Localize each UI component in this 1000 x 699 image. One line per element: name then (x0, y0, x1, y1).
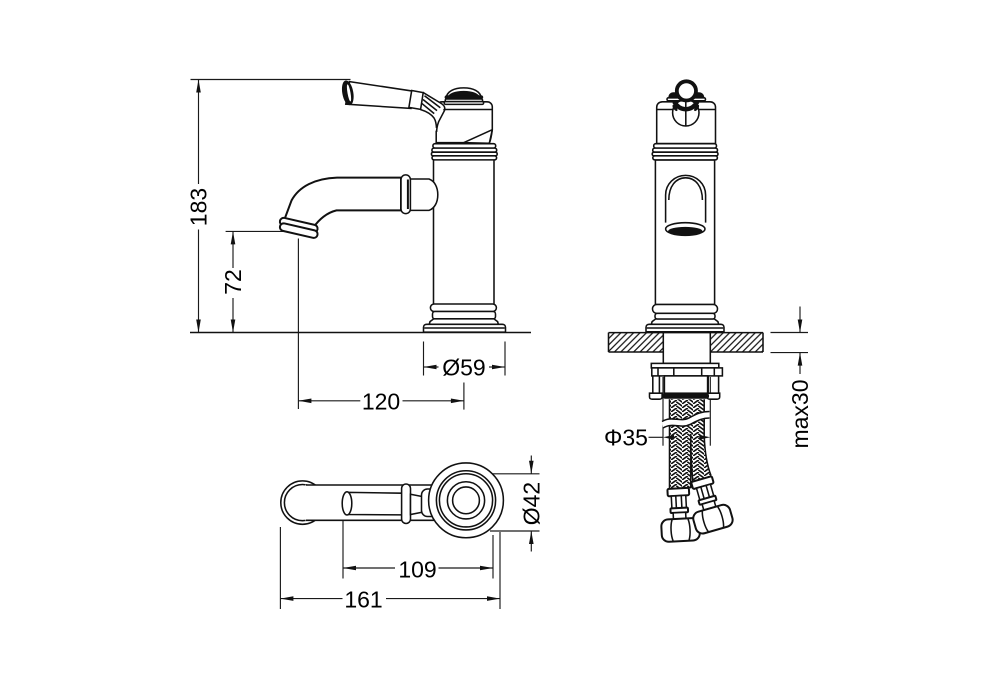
svg-text:max30: max30 (787, 379, 813, 448)
svg-text:Ø59: Ø59 (442, 355, 485, 381)
svg-text:Ø42: Ø42 (519, 482, 545, 525)
svg-text:120: 120 (362, 389, 400, 415)
svg-text:Φ35: Φ35 (604, 425, 648, 451)
svg-text:161: 161 (344, 586, 382, 612)
svg-text:183: 183 (186, 188, 212, 226)
svg-text:109: 109 (398, 557, 436, 583)
svg-text:72: 72 (220, 269, 246, 295)
